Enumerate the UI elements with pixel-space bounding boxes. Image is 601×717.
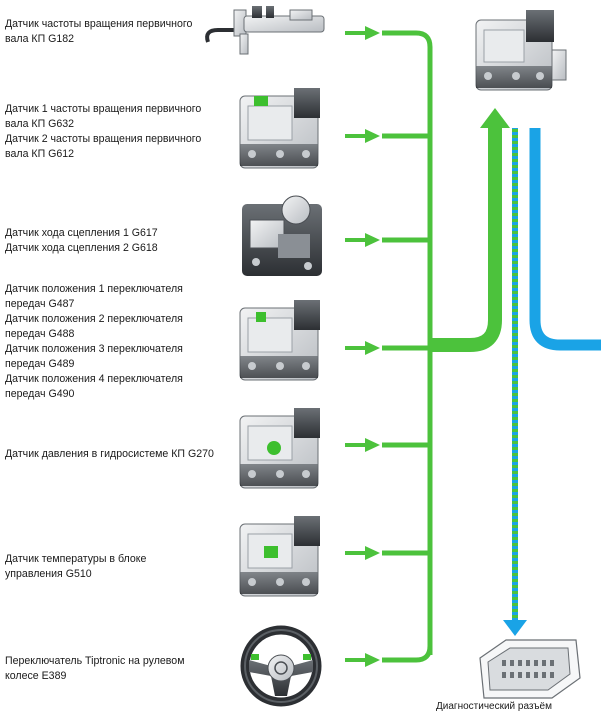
label-line: Датчик положения 3 переключателя bbox=[5, 343, 183, 355]
sensor-label-g182: Датчик частоты вращения первичного вала … bbox=[5, 17, 192, 47]
green-main-feed bbox=[430, 128, 502, 352]
label-line: Датчик температуры в блоке bbox=[5, 553, 147, 565]
green-main-arrowhead bbox=[480, 108, 510, 128]
sensor-label-g510: Датчик температуры в блоке управления G5… bbox=[5, 552, 146, 582]
arrow-head bbox=[365, 653, 380, 667]
control-unit-module-icon bbox=[239, 88, 320, 169]
arrow-shaft bbox=[345, 31, 367, 35]
label-line: передач G489 bbox=[5, 358, 75, 370]
sensor-label-g617-g618: Датчик хода сцепления 1 G617 Датчик хода… bbox=[5, 226, 158, 256]
diagnostic-connector-icon bbox=[479, 639, 581, 699]
label-line: Датчик хода сцепления 1 G617 bbox=[5, 227, 158, 239]
arrow-head bbox=[365, 438, 380, 452]
label-line: Датчик 1 частоты вращения первичного bbox=[5, 103, 202, 115]
arrow-head bbox=[365, 233, 380, 247]
arrow-head bbox=[365, 26, 380, 40]
label-line: Переключатель Tiptronic на рулевом bbox=[5, 655, 185, 667]
control-unit-module-icon bbox=[239, 300, 320, 381]
label-line: передач G487 bbox=[5, 298, 75, 310]
label-line: передач G490 bbox=[5, 388, 75, 400]
arrow-shaft bbox=[345, 238, 367, 242]
sensor-label-g487-g490: Датчик положения 1 переключателя передач… bbox=[5, 282, 183, 402]
arrow-head bbox=[365, 546, 380, 560]
arrow-head bbox=[365, 129, 380, 143]
blue-bus-line bbox=[529, 128, 601, 351]
input-arrows bbox=[345, 26, 380, 667]
label-line: Датчик частоты вращения первичного bbox=[5, 18, 193, 30]
sensor-label-g632-g612: Датчик 1 частоты вращения первичного вал… bbox=[5, 102, 201, 162]
diagnostic-line bbox=[512, 128, 518, 622]
green-collector-bus bbox=[382, 30, 433, 663]
arrow-shaft bbox=[345, 134, 367, 138]
sensor-label-g270: Датчик давления в гидросистеме КП G270 bbox=[5, 447, 214, 462]
label-line: Датчик положения 1 переключателя bbox=[5, 283, 183, 295]
label-line: Датчик положения 2 переключателя bbox=[5, 313, 183, 325]
label-line: Датчик 2 частоты вращения первичного bbox=[5, 133, 202, 145]
steering-wheel-icon bbox=[240, 625, 322, 707]
label-line: колесе E389 bbox=[5, 670, 67, 682]
arrow-shaft bbox=[345, 346, 367, 350]
label-line: передач G488 bbox=[5, 328, 75, 340]
mechatronic-unit-icon bbox=[475, 10, 567, 91]
control-unit-module-icon bbox=[239, 408, 320, 489]
speed-sensor-icon bbox=[205, 6, 325, 55]
label-line: управления G510 bbox=[5, 568, 92, 580]
label-line: вала КП G632 bbox=[5, 118, 75, 130]
label-line: Датчик давления в гидросистеме КП G270 bbox=[5, 448, 214, 460]
arrow-head bbox=[365, 341, 380, 355]
label-line: Датчик хода сцепления 2 G618 bbox=[5, 242, 158, 254]
arrow-shaft bbox=[345, 658, 367, 662]
clutch-module-icon bbox=[242, 195, 322, 276]
sensor-label-e389: Переключатель Tiptronic на рулевом колес… bbox=[5, 654, 184, 684]
arrow-shaft bbox=[345, 551, 367, 555]
diagnostic-arrowhead bbox=[503, 620, 527, 636]
label-line: вала КП G182 bbox=[5, 33, 75, 45]
control-unit-module-icon bbox=[239, 516, 320, 597]
label-line: Датчик положения 4 переключателя bbox=[5, 373, 183, 385]
label-line: вала КП G612 bbox=[5, 148, 75, 160]
arrow-shaft bbox=[345, 443, 367, 447]
diagnostic-caption: Диагностический разъём bbox=[436, 701, 552, 712]
